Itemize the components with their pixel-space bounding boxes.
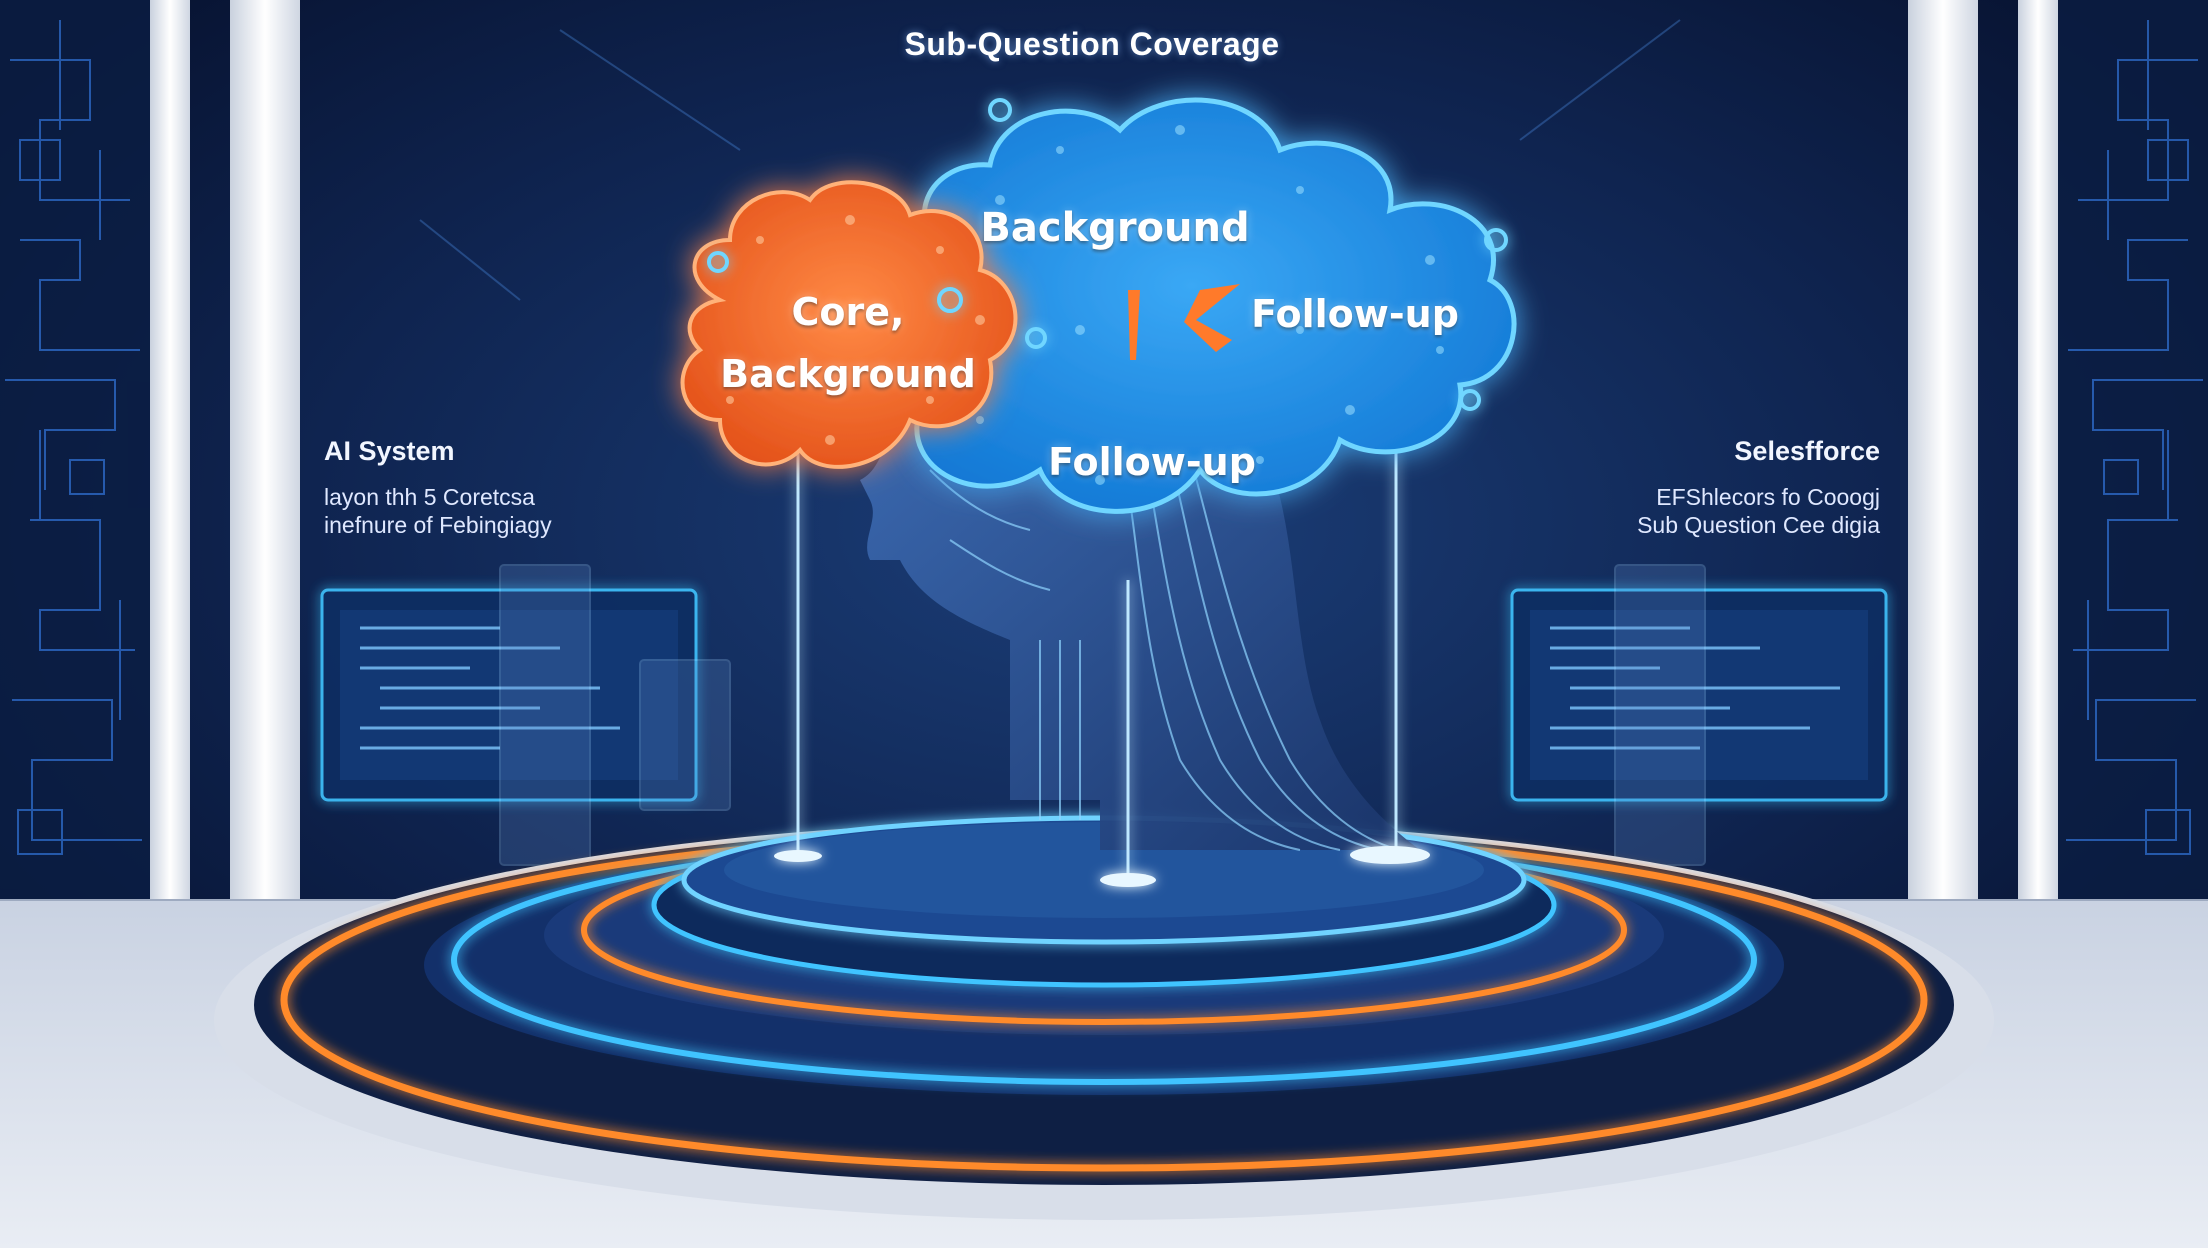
orange-cloud-label-line2: Background — [720, 352, 976, 396]
blue-cloud-top-label: Background — [980, 205, 1250, 251]
blue-cloud-right-label: Follow-up — [1251, 292, 1459, 336]
right-pillar-outer — [2018, 0, 2058, 930]
left-panel-heading: AI System — [324, 436, 455, 466]
light-streaks — [419, 19, 1681, 301]
right-pillar-inner — [1908, 0, 1978, 940]
right-panel-heading: Selesfforce — [1734, 436, 1880, 466]
right-circuit-wall — [2058, 0, 2208, 940]
left-pillar-inner — [230, 0, 300, 940]
left-panel-line2: inefnure of Febingiagy — [324, 512, 552, 538]
stage-platform — [214, 815, 1994, 1220]
left-monitors — [320, 564, 731, 866]
orange-cloud — [680, 180, 1047, 469]
left-circuit-wall — [0, 0, 150, 940]
right-panel-line1: EFShlecors fo Cooogj — [1656, 484, 1880, 510]
blue-cloud-bottom-label: Follow-up — [1048, 440, 1256, 484]
right-panel-line2: Sub Question Cee digia — [1637, 512, 1880, 538]
left-panel-line1: layon thh 5 Coretcsa — [324, 484, 535, 510]
light-beams — [796, 445, 1398, 880]
beam-base-glows — [774, 846, 1430, 887]
right-monitors — [1510, 564, 1888, 866]
left-pillar-outer — [150, 0, 190, 930]
page-title: Sub-Question Coverage — [904, 26, 1280, 62]
orange-cloud-label-line1: Core, — [791, 290, 905, 334]
